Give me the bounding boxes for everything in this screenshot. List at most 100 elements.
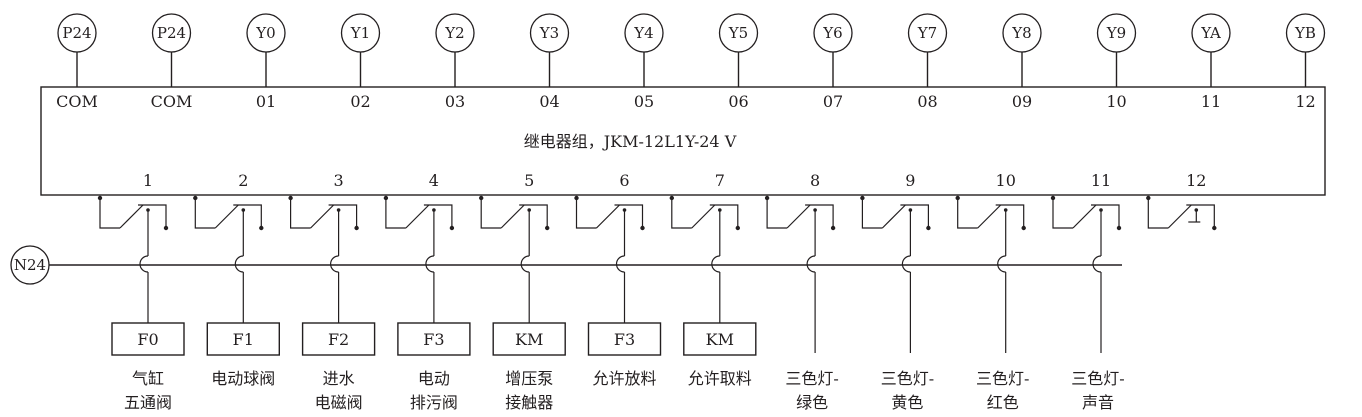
device-name-line: 三色灯-	[976, 369, 1029, 388]
device-code: F0	[137, 330, 158, 349]
signal-label: Y1	[350, 24, 370, 42]
device-name-line: 绿色	[796, 393, 828, 412]
contact-switch-blade	[405, 204, 430, 229]
device-name-line: 声音	[1082, 393, 1114, 412]
terminal-number: 04	[539, 92, 559, 111]
signal-label: Y5	[728, 24, 748, 42]
terminal-number: 05	[634, 92, 654, 111]
relay-12: 12	[1146, 171, 1217, 231]
contact-switch-blade	[881, 204, 906, 229]
device-code: F1	[233, 330, 254, 349]
wire-crossover	[425, 255, 434, 273]
signal-circle	[1191, 13, 1231, 53]
relay-number: 8	[810, 171, 820, 190]
device-box	[587, 322, 662, 356]
contact-wire	[861, 198, 883, 229]
top-terminal: Y4 05	[624, 13, 664, 111]
top-terminal: Y6 07	[813, 13, 853, 111]
signal-label: Y6	[822, 24, 842, 42]
signal-circle	[1002, 13, 1042, 53]
device-name-line: 五通阀	[124, 393, 172, 412]
contact-wire	[805, 204, 834, 228]
contact-node	[640, 225, 645, 231]
device-name-line: 气缸	[132, 369, 164, 388]
contact-wire	[1091, 204, 1120, 228]
wire-crossover	[615, 255, 625, 273]
contact-wire	[1052, 198, 1073, 229]
contact-wire	[290, 198, 311, 229]
contact-wire	[766, 198, 788, 229]
contact-node	[449, 225, 455, 231]
signal-circle	[340, 13, 381, 53]
device-name-line: 进水	[323, 369, 355, 388]
contact-node	[259, 225, 264, 231]
contact-wire	[671, 198, 692, 229]
device-name-line: 电动球阀	[211, 369, 275, 388]
terminal-number: 07	[823, 92, 843, 111]
signal-label: Y7	[917, 24, 937, 42]
device-name-line: 电动	[418, 369, 450, 388]
terminal-number: 06	[728, 92, 748, 111]
device-box	[206, 322, 281, 356]
wire-crossover	[711, 255, 720, 273]
contact-switch-blade	[1072, 204, 1097, 229]
signal-label: Y0	[255, 24, 275, 42]
relay-number: 7	[715, 171, 725, 190]
relay-number: 3	[334, 171, 344, 190]
contact-wire	[194, 198, 216, 229]
signal-circle	[529, 13, 570, 53]
contact-node	[545, 225, 550, 231]
contact-wire	[328, 204, 358, 228]
signal-label: Y8	[1011, 24, 1031, 42]
contact-switch-blade	[500, 204, 525, 229]
signal-circle	[624, 13, 664, 53]
wire-crossover	[997, 255, 1006, 273]
relay-contact-row: 1F0气缸五通阀2F1电动球阀3F2进水电磁阀4F3电动排污阀5KM增压泵接触器…	[97, 171, 1217, 412]
contact-node	[926, 225, 931, 231]
contact-wire	[99, 198, 120, 229]
device-code: KM	[515, 330, 543, 349]
contact-wire	[1147, 198, 1169, 229]
contact-switch-blade	[310, 204, 335, 229]
contact-wire	[519, 204, 548, 228]
terminal-number: 12	[1295, 92, 1315, 111]
contact-wire	[900, 204, 929, 228]
contact-switch-blade	[1167, 204, 1192, 229]
signal-circle	[246, 13, 286, 53]
relay-number: 12	[1186, 171, 1206, 190]
relay-group-box	[40, 86, 1326, 196]
signal-label: YA	[1200, 24, 1221, 42]
contact-wire	[575, 198, 597, 229]
terminal-number: 10	[1106, 92, 1126, 111]
signal-circle	[718, 13, 759, 53]
wire-crossover	[806, 255, 816, 273]
device-name-line: 三色灯-	[881, 369, 934, 388]
device-box	[111, 322, 185, 356]
contact-wire	[709, 204, 739, 228]
signal-circle	[435, 13, 475, 53]
signal-label: Y4	[633, 24, 653, 42]
contact-wire	[957, 198, 978, 229]
wire-crossover	[1092, 255, 1102, 273]
relay-number: 4	[429, 171, 439, 190]
device-code: F3	[423, 330, 444, 349]
contact-node	[163, 225, 169, 231]
signal-circle	[907, 13, 948, 53]
signal-circle	[151, 13, 192, 53]
signal-circle	[813, 13, 853, 53]
contact-switch-blade	[786, 204, 811, 229]
signal-label: YB	[1294, 24, 1316, 42]
device-code: KM	[706, 330, 734, 349]
device-name-line: 接触器	[505, 393, 553, 412]
